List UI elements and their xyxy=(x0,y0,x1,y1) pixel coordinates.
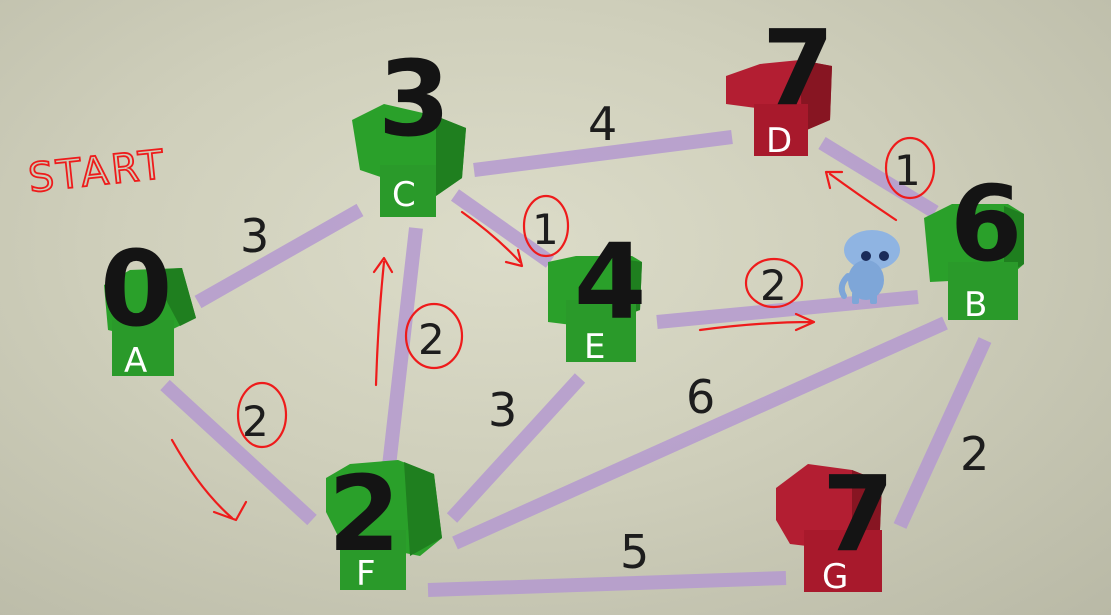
node-e-block-front xyxy=(566,300,636,362)
node-e-distance: 4 xyxy=(574,221,646,343)
node-b-block-side xyxy=(1004,206,1024,276)
edge-b-g xyxy=(893,337,992,529)
node-e[interactable]: 4 E xyxy=(548,221,646,367)
weight-a-c: 3 xyxy=(240,209,269,263)
circle-weight-d-b xyxy=(884,136,936,200)
robot-leg-left xyxy=(852,292,859,304)
robot-icon xyxy=(838,230,900,304)
edge-f-g xyxy=(427,571,787,597)
edge-a-c xyxy=(194,203,364,309)
node-b-distance: 6 xyxy=(950,163,1022,285)
edge-e-b xyxy=(656,290,919,329)
node-c-distance: 3 xyxy=(378,38,450,160)
node-b-block-front xyxy=(948,262,1018,320)
node-f-distance: 2 xyxy=(328,453,400,575)
node-a[interactable]: 0 A xyxy=(100,228,196,381)
robot-eye-left xyxy=(861,251,871,261)
circle-weight-a-f xyxy=(236,381,288,449)
arrow-b-to-d xyxy=(824,170,898,222)
circle-weight-c-e xyxy=(522,194,570,258)
weight-c-d: 4 xyxy=(588,97,617,151)
start-label: START xyxy=(26,142,168,202)
edge-a-f xyxy=(160,379,317,526)
graph-edges xyxy=(160,130,992,597)
edge-weights: 3 2 2 4 1 2 3 6 5 1 2 xyxy=(240,97,989,579)
node-f[interactable]: 2 F xyxy=(326,453,442,594)
node-c-block-front xyxy=(380,165,436,217)
robot-leg-right xyxy=(870,292,877,304)
node-g-distance: 7 xyxy=(822,453,894,575)
arrow-a-to-f xyxy=(170,438,248,522)
node-g-label: G xyxy=(822,557,848,597)
edge-e-f xyxy=(446,373,586,523)
node-g[interactable]: 7 G xyxy=(776,453,894,597)
node-c-block-side xyxy=(436,116,466,196)
robot-body xyxy=(848,260,884,300)
node-e-label: E xyxy=(584,327,605,367)
circle-weight-e-b xyxy=(744,257,804,309)
node-f-block-side xyxy=(404,462,442,556)
node-b-label: B xyxy=(964,285,987,325)
arrow-e-to-b xyxy=(698,312,816,332)
circle-weight-c-f xyxy=(404,302,464,370)
weight-e-b: 2 xyxy=(760,261,787,310)
weight-b-g: 2 xyxy=(960,427,989,481)
weight-f-g: 5 xyxy=(620,525,649,579)
node-a-distance: 0 xyxy=(100,228,172,350)
node-c[interactable]: 3 C xyxy=(352,38,466,217)
edge-c-d xyxy=(473,130,733,177)
weight-c-f: 2 xyxy=(418,315,445,364)
arrow-c-to-e xyxy=(460,210,524,268)
arrow-f-to-c xyxy=(372,256,394,387)
node-d-label: D xyxy=(766,121,792,161)
weight-f-b: 6 xyxy=(686,370,715,424)
node-g-block-side xyxy=(852,470,882,542)
edge-d-b xyxy=(818,137,939,218)
node-g-block-front xyxy=(804,530,882,592)
graph-nodes: 0 A 3 C 7 D 4 E xyxy=(100,7,1024,597)
robot-eye-right xyxy=(879,251,889,261)
node-d-block-front xyxy=(754,104,808,156)
node-a-block-side xyxy=(150,268,196,326)
node-c-label: C xyxy=(392,175,416,215)
node-d[interactable]: 7 D xyxy=(726,7,834,161)
node-b[interactable]: 6 B xyxy=(924,163,1024,325)
edge-c-f xyxy=(381,227,423,476)
node-d-distance: 7 xyxy=(762,7,834,129)
weight-e-f: 3 xyxy=(488,383,517,437)
node-a-label: A xyxy=(124,341,147,381)
robot-arm xyxy=(838,273,851,299)
node-f-label: F xyxy=(356,554,376,594)
node-f-block-front xyxy=(340,530,406,590)
weight-c-e: 1 xyxy=(532,205,559,254)
node-a-block-front xyxy=(112,320,174,376)
edge-f-b xyxy=(452,316,948,550)
weight-d-b: 1 xyxy=(894,146,921,195)
